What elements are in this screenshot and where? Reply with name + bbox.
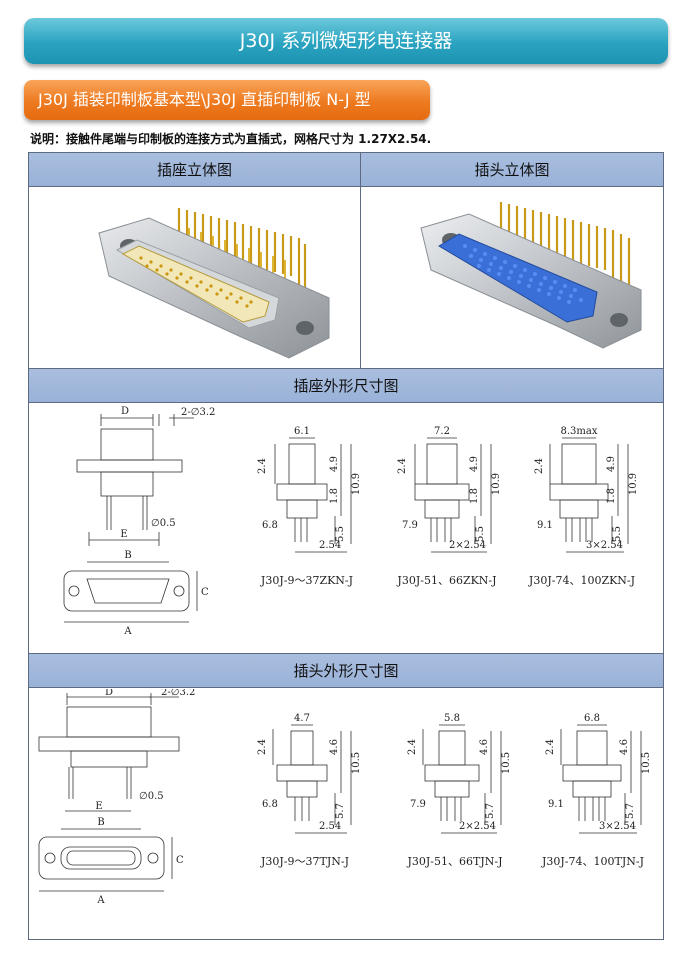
sv2-width: 7.2 (434, 426, 450, 437)
socket-dim-pin: ∅0.5 (151, 518, 176, 529)
pv3-caption: J30J-74、100TJN-J (541, 855, 644, 868)
pv3-h2: 4.6 (619, 739, 630, 755)
sv2-h5: 5.5 (475, 526, 486, 542)
plug-dim-holes: 2-∅3.2 (161, 689, 195, 698)
pv2-left: 7.9 (410, 799, 426, 810)
sv3-h5: 5.5 (612, 526, 623, 542)
sv2-h3: 1.8 (469, 488, 480, 504)
sv2-h1: 2.4 (397, 458, 408, 474)
socket-dim-D: D (121, 406, 129, 417)
pv2-h5: 5.7 (485, 803, 496, 819)
sv2-left: 7.9 (402, 520, 418, 531)
pv3-width: 6.8 (584, 713, 600, 724)
sv3-left: 9.1 (537, 520, 553, 531)
page-title: J30J 系列微矩形电连接器 (24, 18, 668, 64)
pv1-pitch: 2.54 (319, 821, 341, 832)
sv3-h1: 2.4 (534, 458, 545, 474)
sv1-width: 6.1 (294, 426, 310, 437)
sv2-pitch: 2×2.54 (449, 540, 486, 551)
pv1-h2: 4.6 (329, 739, 340, 755)
sv1-h3: 1.8 (329, 488, 340, 504)
pv1-h5: 5.7 (335, 803, 346, 819)
plug-dims-header: 插头外形尺寸图 (29, 654, 663, 688)
socket-dims-drawing: D 2-∅3.2 ∅0.5 E B C A 6.1 2.4 (29, 404, 663, 653)
pv2-caption: J30J-51、66TJN-J (406, 855, 502, 868)
pv3-h5: 5.7 (625, 803, 636, 819)
plug-dim-pin: ∅0.5 (139, 791, 164, 802)
socket-dim-B: B (124, 550, 131, 561)
sv1-left: 6.8 (262, 520, 278, 531)
pv3-h4: 10.5 (641, 752, 652, 774)
socket-dim-holes: 2-∅3.2 (181, 407, 215, 418)
plug-dims-drawing: D 2-∅3.2 ∅0.5 E B C A 4.7 2.4 (29, 687, 663, 939)
sv3-h2: 4.9 (606, 456, 617, 472)
socket-3d-image (29, 188, 360, 368)
pv3-pitch: 3×2.54 (599, 821, 636, 832)
pv2-h4: 10.5 (501, 752, 512, 774)
pv1-caption: J30J-9～37TJN-J (260, 855, 349, 868)
pv1-left: 6.8 (262, 799, 278, 810)
sv1-h4: 10.9 (351, 473, 362, 495)
pv1-h1: 2.4 (257, 739, 268, 755)
sv3-pitch: 3×2.54 (586, 540, 623, 551)
plug-3d-image (361, 188, 663, 368)
sv2-caption: J30J-51、66ZKN-J (396, 574, 496, 587)
socket-dim-C: C (201, 587, 209, 598)
socket-dim-A: A (123, 626, 132, 637)
sv1-pitch: 2.54 (319, 540, 341, 551)
plug-3d-header: 插头立体图 (361, 153, 663, 187)
pv1-width: 4.7 (294, 713, 310, 724)
pv2-h1: 2.4 (407, 739, 418, 755)
socket-3d-header: 插座立体图 (29, 153, 360, 187)
sv3-caption: J30J-74、100ZKN-J (528, 574, 635, 587)
plug-dim-E: E (95, 801, 102, 812)
sv3-width: 8.3max (561, 426, 598, 437)
sv1-h2: 4.9 (329, 456, 340, 472)
socket-dim-E: E (120, 529, 127, 540)
pv3-left: 9.1 (548, 799, 564, 810)
sv3-h3: 1.8 (606, 488, 617, 504)
pv3-h1: 2.4 (545, 739, 556, 755)
spec-table: 插座立体图 插头立体图 (28, 152, 664, 940)
section-title: J30J 插装印制板基本型\J30J 直插印制板 N-J 型 (24, 80, 430, 120)
sv1-h1: 2.4 (257, 458, 268, 474)
sv2-h2: 4.9 (469, 456, 480, 472)
socket-dims-header: 插座外形尺寸图 (29, 369, 663, 403)
pv2-pitch: 2×2.54 (459, 821, 496, 832)
plug-dim-A: A (96, 895, 105, 906)
sv1-caption: J30J-9～37ZKN-J (260, 574, 353, 587)
sv2-h4: 10.9 (491, 473, 502, 495)
plug-dim-D: D (105, 689, 113, 698)
pv2-h2: 4.6 (479, 739, 490, 755)
pv2-width: 5.8 (444, 713, 460, 724)
sv1-h5: 5.5 (335, 526, 346, 542)
plug-dim-C: C (176, 855, 184, 866)
plug-dim-B: B (97, 817, 104, 828)
pv1-h4: 10.5 (351, 752, 362, 774)
description-note: 说明：接触件尾端与印制板的连接方式为直插式，网格尺寸为 1.27X2.54. (30, 132, 432, 146)
sv3-h4: 10.9 (628, 473, 639, 495)
